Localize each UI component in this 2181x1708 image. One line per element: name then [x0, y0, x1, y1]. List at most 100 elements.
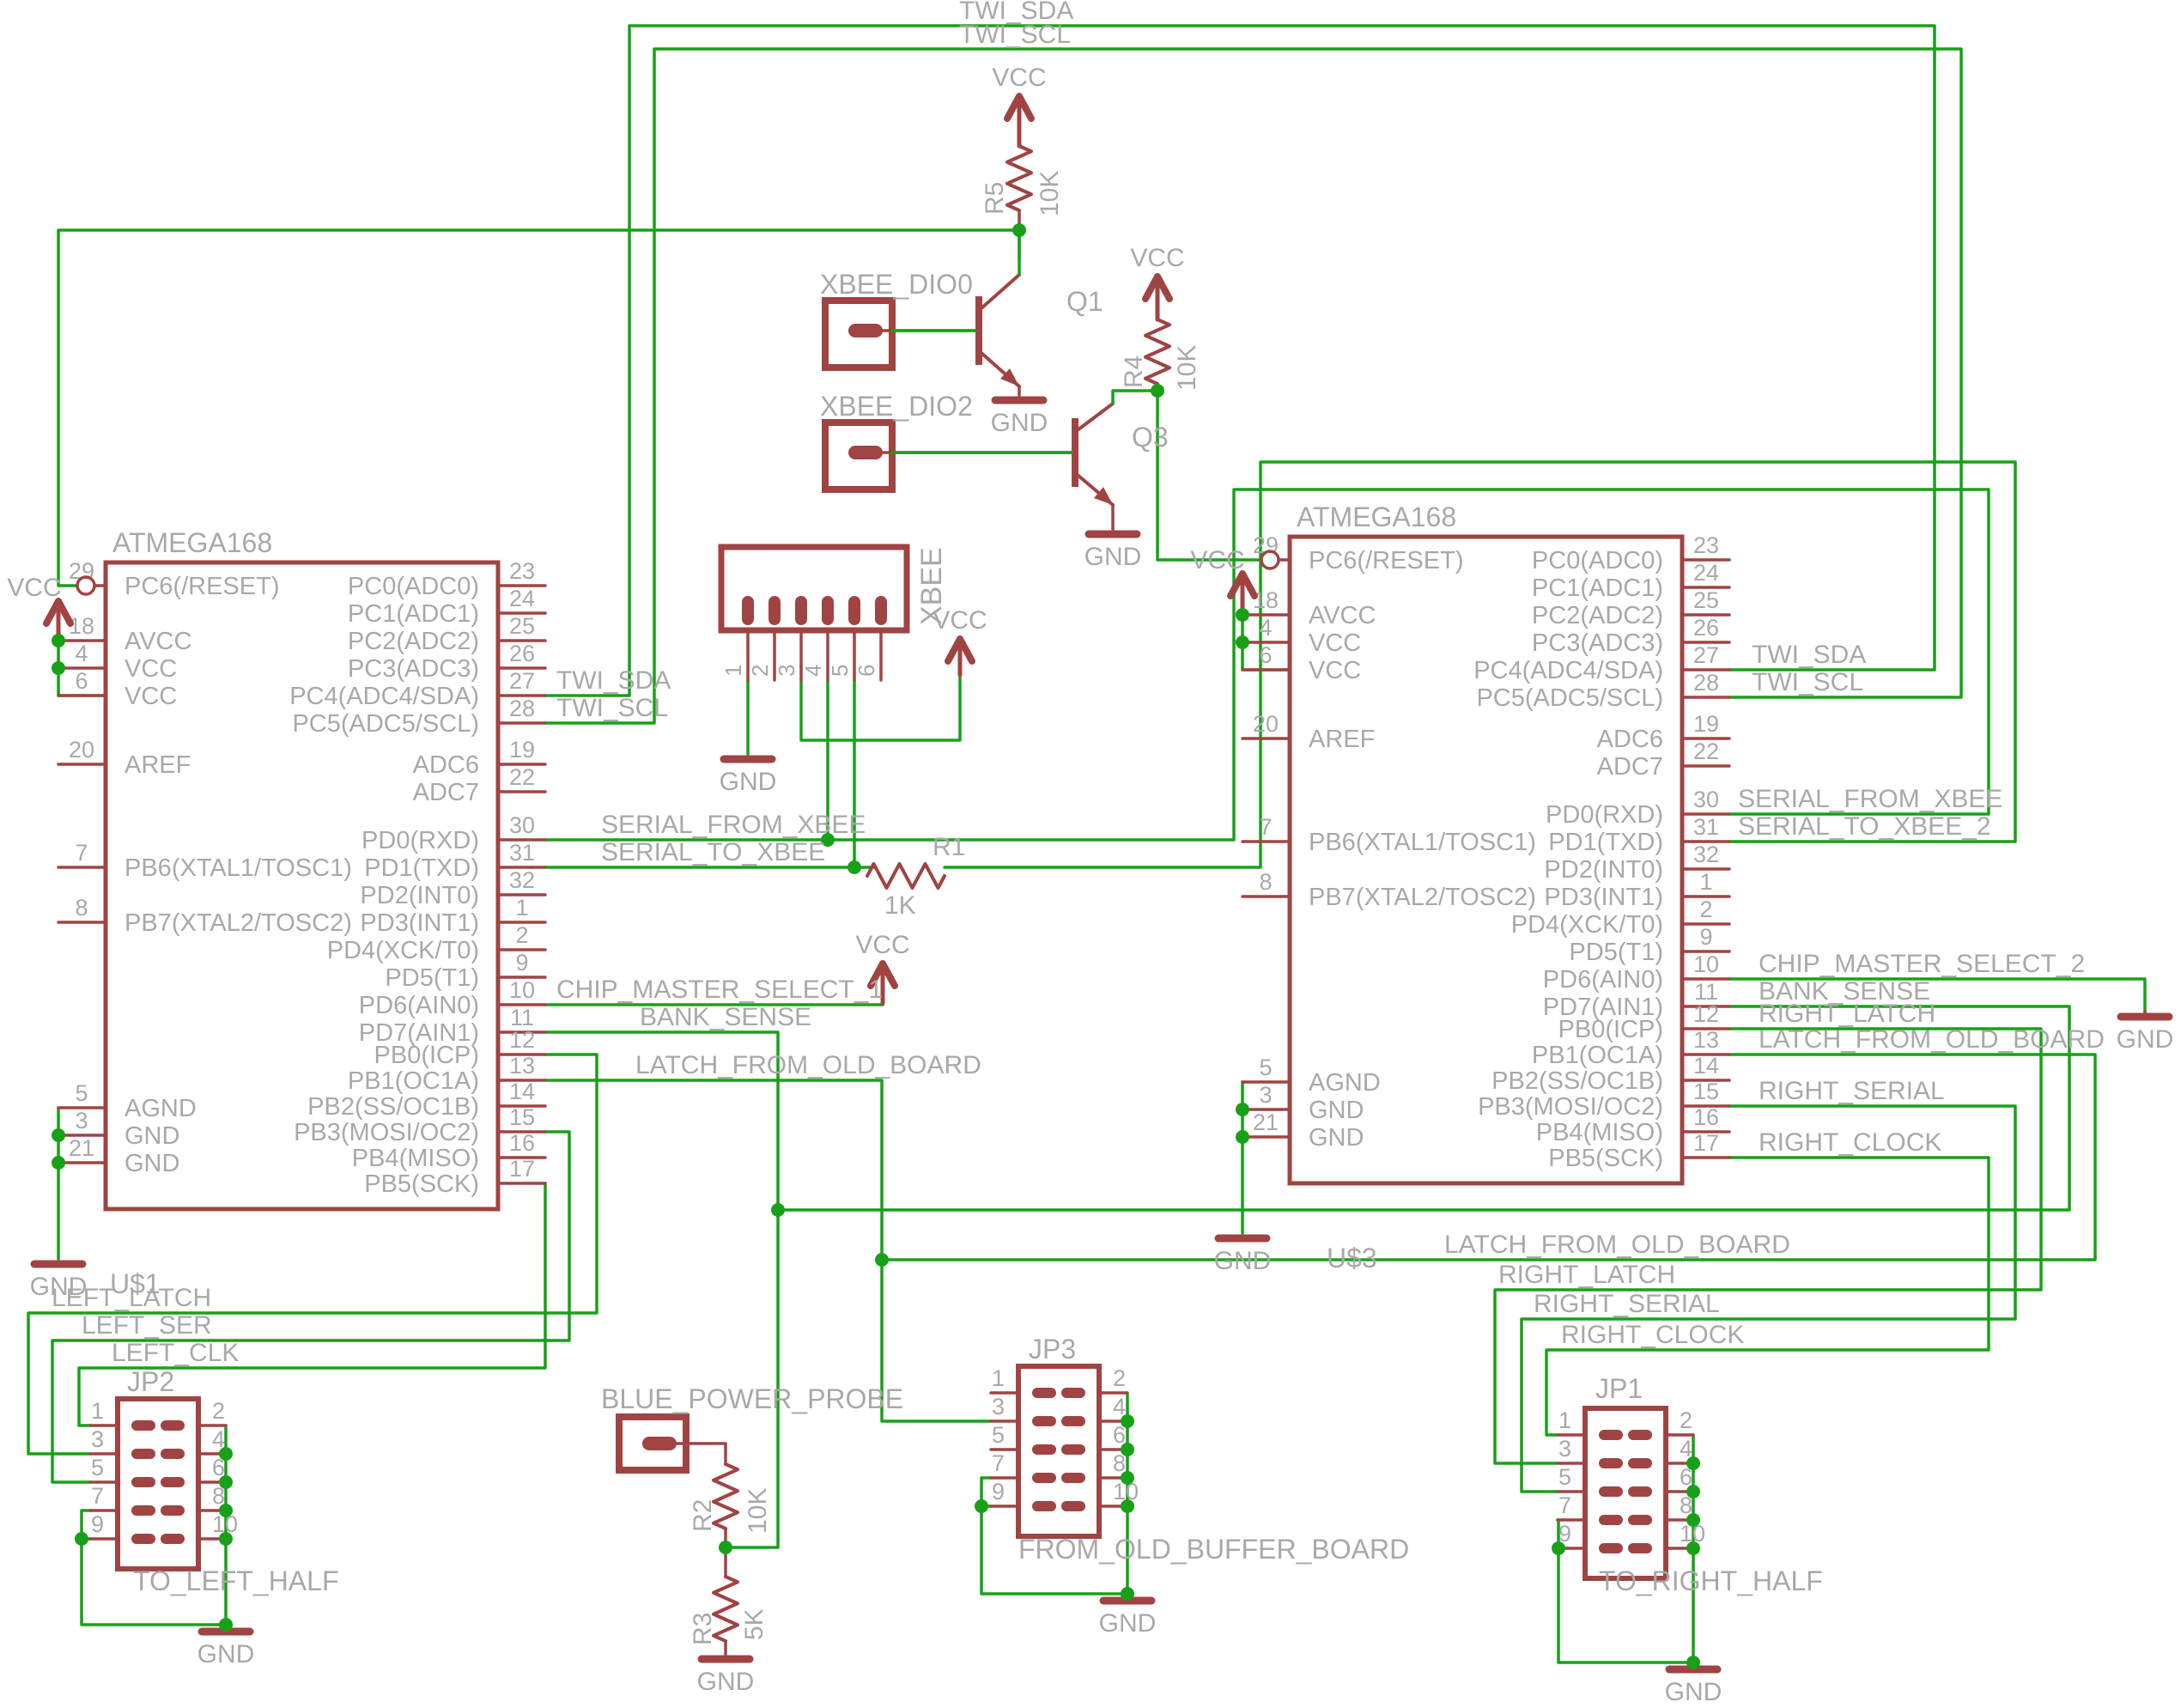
pin-number: 5: [91, 1455, 104, 1480]
header-subtitle: TO_RIGHT_HALF: [1599, 1565, 1823, 1596]
header-body-JP2: [115, 1396, 201, 1571]
ic-name: ATMEGA168: [1297, 501, 1456, 532]
xbee-pad: [848, 596, 860, 625]
pin-name: AREF: [125, 751, 191, 779]
gnd-label: GND: [1214, 1247, 1272, 1275]
net-wire: [776, 1005, 2071, 1212]
gnd-label: GND: [697, 1668, 755, 1696]
pin-number: 27: [509, 668, 535, 694]
resistor-ref: R2: [689, 1499, 717, 1532]
ic-name: ATMEGA168: [112, 527, 272, 558]
pin-number: 21: [69, 1135, 94, 1161]
net-wire: [77, 1182, 547, 1427]
xbee-body: [718, 544, 910, 634]
resistor-value: 10K: [1173, 345, 1201, 391]
resistor-R3: [712, 1575, 739, 1643]
ic-ref: U$1: [110, 1268, 161, 1299]
pin-number: 32: [1693, 842, 1719, 867]
header-pad: [1599, 1458, 1623, 1468]
pin-number: 13: [1693, 1027, 1719, 1053]
pin-number: 7: [1558, 1492, 1571, 1518]
pin-name: PB5(SCK): [1548, 1145, 1663, 1172]
header-pad: [1032, 1416, 1056, 1426]
junction-dot: [52, 661, 65, 675]
pin-name: PC6(/RESET): [125, 573, 279, 600]
vcc-arrow-icon: [1142, 273, 1173, 302]
header-pad: [161, 1534, 185, 1544]
pad-label: XBEE_DIO0: [820, 269, 973, 300]
junction-dot: [1121, 1471, 1134, 1485]
pin-number: 9: [91, 1511, 104, 1537]
pin-number: 4: [1680, 1436, 1692, 1462]
header-pad: [1628, 1486, 1652, 1497]
pin-name: PB6(XTAL1/TOSC1): [125, 854, 352, 882]
header-pad: [1599, 1543, 1623, 1553]
header-pad: [161, 1420, 185, 1431]
pin-number: 30: [1693, 787, 1719, 812]
transistor-ref: Q1: [1066, 286, 1103, 317]
pin-number: 14: [509, 1079, 535, 1104]
pin-name: PD5(T1): [385, 964, 479, 992]
header-pad: [131, 1420, 155, 1431]
pin-number: 7: [1259, 814, 1272, 840]
pin-number: 11: [510, 1005, 534, 1030]
junction-dot: [52, 1128, 65, 1142]
vcc-arrow-icon: [43, 598, 74, 627]
pad-label: BLUE_POWER_PROBE: [601, 1383, 903, 1414]
vcc-label: VCC: [992, 64, 1046, 92]
header-pad: [1032, 1473, 1056, 1483]
pin-number: 16: [1693, 1104, 1719, 1130]
header-subtitle: FROM_OLD_BUFFER_BOARD: [1018, 1534, 1409, 1565]
junction-dot: [1121, 1414, 1134, 1428]
junction-dot: [1686, 1485, 1700, 1498]
net-wire: [1493, 1027, 2043, 1465]
pin-name: PD4(XCK/T0): [1511, 911, 1663, 939]
header-pad: [1032, 1444, 1056, 1455]
pin-number: 19: [1693, 711, 1719, 737]
pin-name: PD0(RXD): [361, 827, 479, 854]
pin-number: 25: [509, 613, 535, 639]
net-label: RIGHT_LATCH: [1498, 1261, 1675, 1289]
pin-name: PD4(XCK/T0): [327, 937, 479, 964]
net-label: TWI_SCL: [959, 21, 1071, 49]
pin-number: 27: [1693, 642, 1719, 668]
pin-number: 17: [1693, 1130, 1719, 1156]
pin-name: PB1(OC1A): [348, 1067, 479, 1095]
net-label: RIGHT_SERIAL: [1534, 1290, 1720, 1318]
pin-number: 6: [1680, 1464, 1692, 1490]
pin-number: 26: [1693, 615, 1719, 641]
pad-label: XBEE_DIO2: [820, 391, 973, 422]
transistor-base-bar: [975, 296, 982, 365]
pin-number: 22: [509, 764, 535, 790]
resistor-value: 5K: [740, 1608, 769, 1640]
resistor-ref: R4: [1120, 356, 1148, 388]
pin-name: GND: [125, 1150, 179, 1177]
net-label: LATCH_FROM_OLD_BOARD: [635, 1051, 981, 1079]
pin-number: 12: [509, 1027, 535, 1053]
pin-name: PB2(SS/OC1B): [1491, 1067, 1663, 1095]
pin-number: 28: [1693, 670, 1719, 696]
net-wire: [1156, 389, 1263, 562]
pin-number: 8: [1259, 869, 1272, 895]
resistor-value: 1K: [884, 891, 916, 920]
vcc-label: VCC: [855, 931, 909, 959]
pin-number: 10: [509, 977, 535, 1003]
pin-name: AVCC: [1309, 602, 1376, 629]
pin-name: PC1(ADC1): [1532, 574, 1663, 602]
net-label: LEFT_SER: [82, 1311, 212, 1340]
junction-dot: [1552, 1541, 1565, 1555]
pin-number: 31: [1693, 814, 1719, 840]
resistor-R2: [712, 1462, 739, 1530]
pin-name: GND: [125, 1122, 179, 1150]
net-wire: [544, 47, 1963, 725]
pin-name: PB0(ICP): [374, 1042, 479, 1069]
pin-name: PD3(INT1): [360, 909, 479, 937]
header-pad: [1628, 1458, 1652, 1468]
junction-dot: [75, 1532, 88, 1546]
ic-body-U$3: [1287, 534, 1685, 1186]
net-label: CHIP_MASTER_SELECT_2: [1759, 950, 2085, 978]
header-pad: [131, 1505, 155, 1516]
net-wire: [943, 460, 2017, 869]
